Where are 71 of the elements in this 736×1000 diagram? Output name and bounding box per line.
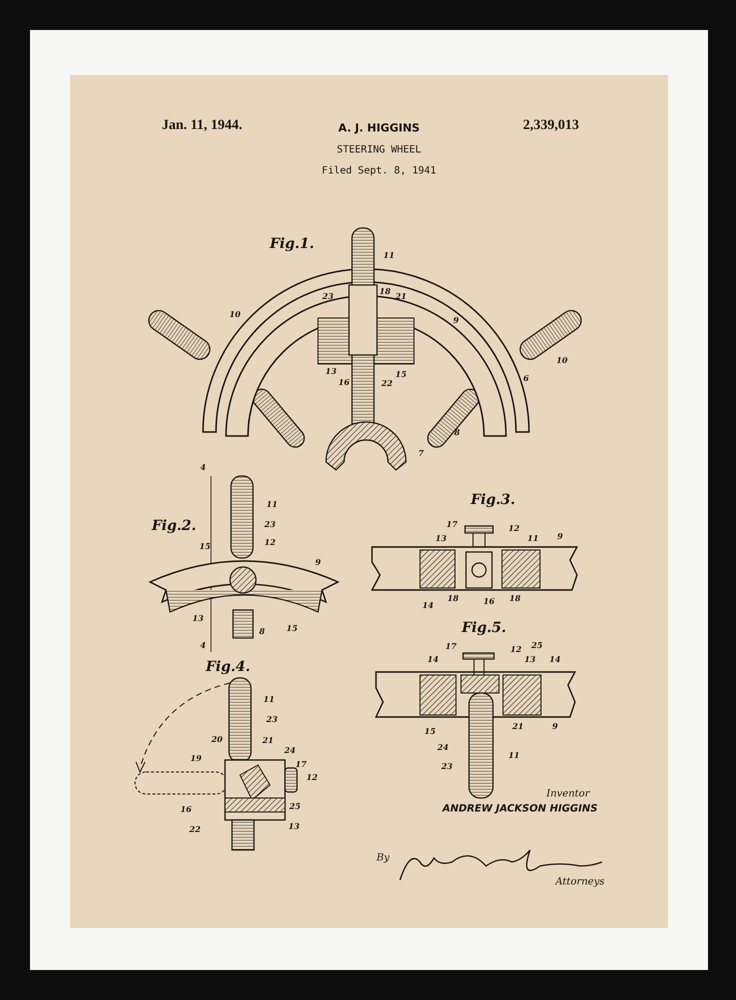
- figure-title: Fig.1.: [270, 236, 314, 252]
- callout-number: 25: [531, 640, 543, 650]
- callout-number: 24: [437, 742, 449, 752]
- callout-number: 13: [288, 821, 300, 831]
- callout-number: 22: [189, 824, 201, 834]
- callout-number: 14: [422, 600, 434, 610]
- callout-number: 15: [424, 726, 436, 736]
- callout-number: 9: [557, 531, 563, 541]
- callout-number: 8: [259, 626, 265, 636]
- callout-number: 21: [512, 721, 524, 731]
- callout-number: 17: [295, 759, 307, 769]
- callout-number: 18: [509, 593, 521, 603]
- filing-date: Filed Sept. 8, 1941: [322, 166, 436, 176]
- callout-number: 17: [445, 641, 457, 651]
- header-text: 2,339,013: [523, 118, 579, 134]
- callout-number: 24: [284, 745, 296, 755]
- callout-number: 23: [322, 291, 334, 301]
- callout-number: 23: [441, 761, 453, 771]
- callout-number: 12: [510, 644, 522, 654]
- callout-number: 11: [266, 499, 278, 509]
- callout-number: 11: [508, 750, 520, 760]
- inventor-name: ANDREW JACKSON HIGGINS: [442, 804, 598, 814]
- callout-number: 19: [190, 753, 202, 763]
- callout-number: 10: [556, 355, 568, 365]
- callout-number: 11: [263, 694, 275, 704]
- callout-number: 16: [180, 804, 192, 814]
- callout-number: 15: [395, 369, 407, 379]
- signature-note: Inventor: [546, 788, 590, 800]
- callout-number: 9: [453, 315, 459, 325]
- signature-note: Attorneys: [555, 876, 605, 888]
- callout-number: 10: [229, 309, 241, 319]
- callout-number: 12: [508, 523, 520, 533]
- callout-number: 21: [262, 735, 274, 745]
- callout-number: 11: [527, 533, 539, 543]
- callout-number: 13: [325, 366, 337, 376]
- callout-number: 14: [427, 654, 439, 664]
- callout-number: 23: [264, 519, 276, 529]
- callout-number: 23: [266, 714, 278, 724]
- callout-number: 18: [447, 593, 459, 603]
- callout-number: 4: [200, 640, 206, 650]
- callout-number: 13: [192, 613, 204, 623]
- figure-title: Fig.4.: [206, 659, 250, 675]
- callout-number: 12: [264, 537, 276, 547]
- patent-title: STEERING WHEEL: [336, 144, 422, 156]
- figure-title: Fig.5.: [462, 620, 506, 636]
- inventor-name: A. J. HIGGINS: [338, 122, 420, 134]
- callout-number: 15: [199, 541, 211, 551]
- callout-number: 13: [435, 533, 447, 543]
- callout-number: 11: [383, 250, 395, 260]
- callout-number: 17: [446, 519, 458, 529]
- callout-number: 12: [306, 772, 318, 782]
- callout-number: 8: [454, 427, 460, 437]
- callout-number: 22: [381, 378, 393, 388]
- callout-number: 6: [523, 373, 529, 383]
- callout-number: 4: [200, 462, 206, 472]
- callout-number: 13: [524, 654, 536, 664]
- callout-number: 9: [552, 721, 558, 731]
- callout-number: 16: [338, 377, 350, 387]
- callout-number: 20: [211, 734, 223, 744]
- callout-number: 18: [379, 286, 391, 296]
- callout-number: 16: [483, 596, 495, 606]
- callout-number: 21: [395, 291, 407, 301]
- header-text: Jan. 11, 1944.: [162, 118, 242, 134]
- callout-number: 25: [289, 801, 301, 811]
- figure-title: Fig.2.: [152, 518, 196, 534]
- callout-number: 14: [549, 654, 561, 664]
- callout-number: 9: [315, 557, 321, 567]
- figure-title: Fig.3.: [470, 492, 516, 508]
- callout-number: 15: [286, 623, 298, 633]
- signature-note: By: [376, 852, 390, 864]
- callout-number: 7: [418, 448, 424, 458]
